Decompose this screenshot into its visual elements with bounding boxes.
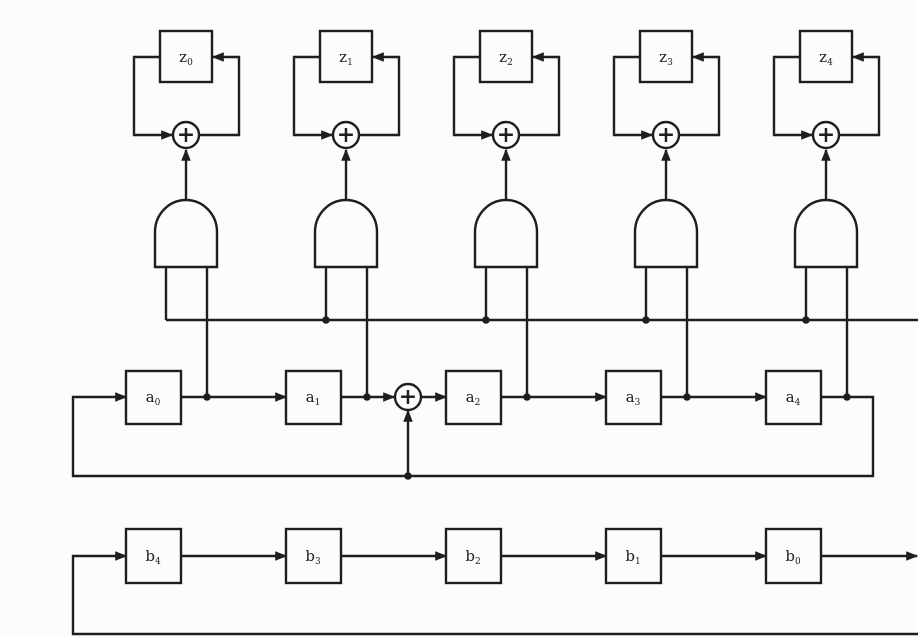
z-register-label: z1 [339,48,353,68]
z-feedback-wire [772,55,814,140]
xor-adder-icon [331,120,361,150]
label-base: a [146,388,155,406]
b-register-box [284,527,343,585]
label-subscript: 0 [795,557,801,567]
z-register-label: z3 [659,48,673,68]
and-gate-icon [473,198,539,269]
xor-symbol: + [177,122,195,148]
and-gate-icon [633,198,699,269]
label-base: a [626,388,635,406]
b-register-label: b1 [625,547,640,567]
and-gate-icon [153,198,219,269]
a-register-label: a1 [306,388,321,408]
z-feedback-wire [132,55,174,140]
a-register-label: a2 [466,388,481,408]
label-subscript: 1 [315,398,321,408]
z-feedback-wire [292,55,334,140]
label-subscript: 3 [635,398,641,408]
b-register-label: b2 [465,547,480,567]
label-base: b [625,547,635,565]
label-subscript: 0 [187,58,193,68]
xor-adder-icon [651,120,681,150]
xor-adder-icon [811,120,841,150]
junction-dot [642,316,650,324]
a-register-label: a0 [146,388,161,408]
z-feedback-wire [452,55,494,140]
a-register-box [604,369,663,426]
xor-adder-icon [171,120,201,150]
z-register-box [638,29,694,84]
junction-dot [482,316,490,324]
z-input-wire [680,52,721,137]
b-register-label: b4 [145,547,161,567]
xor-adder-icon [491,120,521,150]
b-feedback-loop-wire [71,551,918,636]
xor-symbol: + [337,122,355,148]
a-register-box [764,369,823,426]
label-subscript: 2 [475,557,481,567]
label-subscript: 2 [475,398,481,408]
a-feedback-loop-wire [71,392,875,478]
z-input-wire [360,52,401,137]
xor-symbol: + [497,122,515,148]
a-register-label: a3 [626,388,641,408]
label-base: z [339,48,347,66]
z-feedback-wire [612,55,654,140]
label-base: b [465,547,475,565]
z-input-wire [520,52,561,137]
label-base: b [305,547,315,565]
label-subscript: 4 [155,557,161,567]
label-subscript: 4 [827,58,833,68]
xor-symbol: + [657,122,675,148]
label-base: z [499,48,507,66]
junction-dot [802,316,810,324]
label-base: z [179,48,187,66]
label-subscript: 2 [507,58,513,68]
label-subscript: 3 [667,58,673,68]
a-register-label: a4 [786,388,801,408]
label-subscript: 1 [347,58,353,68]
label-base: b [785,547,795,565]
z-input-wire [200,52,241,137]
xor-symbol: + [817,122,835,148]
label-base: a [306,388,315,406]
b-register-label: b0 [785,547,801,567]
label-subscript: 4 [795,398,801,408]
label-base: z [659,48,667,66]
and-gate-icon [313,198,379,269]
junction-dot [322,316,330,324]
z-register-label: z0 [179,48,193,68]
z-register-label: z2 [499,48,513,68]
label-subscript: 3 [315,557,321,567]
b-register-label: b3 [305,547,321,567]
xor-symbol: + [399,384,417,410]
label-subscript: 1 [635,557,641,567]
label-base: z [819,48,827,66]
label-base: a [466,388,475,406]
a-register-box [124,369,183,426]
z-register-label: z4 [819,48,833,68]
label-base: b [145,547,155,565]
label-base: a [786,388,795,406]
and-gate-icon [793,198,859,269]
b-register-box [124,527,183,585]
label-subscript: 0 [155,398,161,408]
z-input-wire [840,52,881,137]
